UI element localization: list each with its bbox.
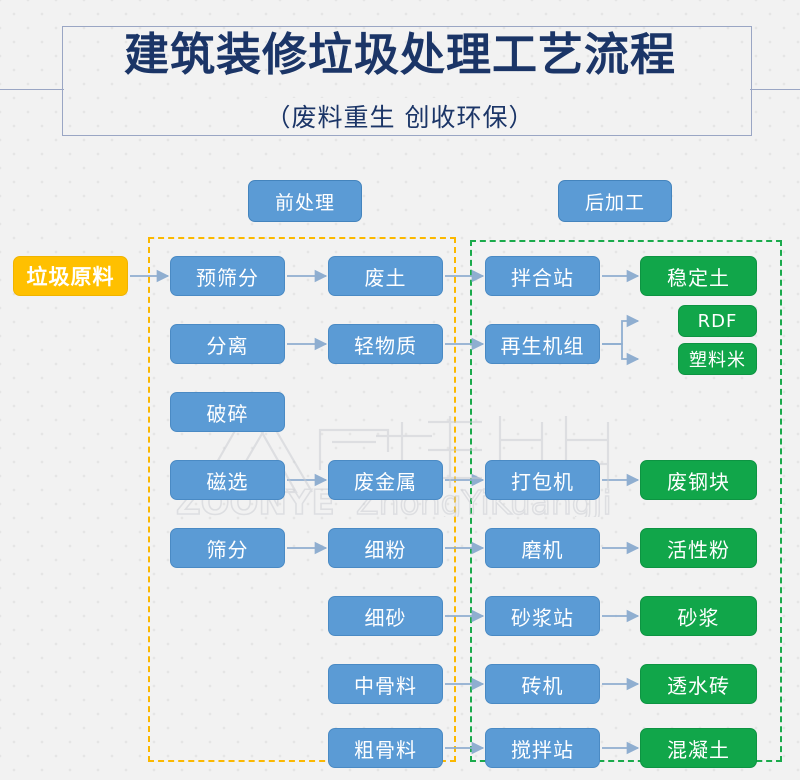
node-product-stabilized-soil[interactable]: 稳定土 <box>640 256 757 296</box>
node-grinding-mill[interactable]: 磨机 <box>485 528 600 568</box>
node-magnetic-separation[interactable]: 磁选 <box>170 460 285 500</box>
node-baler[interactable]: 打包机 <box>485 460 600 500</box>
node-product-plastic-pellet[interactable]: 塑料米 <box>678 343 757 375</box>
page-subtitle-wrap: （废料重生 创收环保） <box>0 98 800 134</box>
node-fine-sand[interactable]: 细砂 <box>328 596 443 636</box>
node-batching-plant[interactable]: 搅拌站 <box>485 728 600 768</box>
page-header: 建筑装修垃圾处理工艺流程 （废料重生 创收环保） <box>0 0 800 160</box>
node-product-concrete[interactable]: 混凝土 <box>640 728 757 768</box>
page-subtitle: （废料重生 创收环保） <box>255 98 545 134</box>
node-mortar-station[interactable]: 砂浆站 <box>485 596 600 636</box>
node-screening[interactable]: 筛分 <box>170 528 285 568</box>
node-prescreen[interactable]: 预筛分 <box>170 256 285 296</box>
header-rule-left <box>0 89 64 90</box>
node-medium-aggregate[interactable]: 中骨料 <box>328 664 443 704</box>
zone-pre-processing <box>148 237 456 762</box>
stage-label-pre-processing[interactable]: 前处理 <box>248 180 362 222</box>
zone-post-processing <box>470 240 782 762</box>
node-crushing[interactable]: 破碎 <box>170 392 285 432</box>
page-title: 建筑装修垃圾处理工艺流程 <box>123 28 676 81</box>
node-source-waste-material[interactable]: 垃圾原料 <box>13 256 128 296</box>
node-product-active-powder[interactable]: 活性粉 <box>640 528 757 568</box>
node-fine-powder[interactable]: 细粉 <box>328 528 443 568</box>
node-product-mortar[interactable]: 砂浆 <box>640 596 757 636</box>
node-waste-soil[interactable]: 废土 <box>328 256 443 296</box>
node-product-permeable-brick[interactable]: 透水砖 <box>640 664 757 704</box>
header-decorative-frame <box>62 26 752 136</box>
stage-label-post-processing[interactable]: 后加工 <box>558 180 672 222</box>
header-rule-right <box>750 89 800 90</box>
node-scrap-metal[interactable]: 废金属 <box>328 460 443 500</box>
node-product-scrap-steel[interactable]: 废钢块 <box>640 460 757 500</box>
node-product-rdf[interactable]: RDF <box>678 305 757 337</box>
node-recycling-unit[interactable]: 再生机组 <box>485 324 600 364</box>
node-light-matter[interactable]: 轻物质 <box>328 324 443 364</box>
node-coarse-aggregate[interactable]: 粗骨料 <box>328 728 443 768</box>
node-mixing-station[interactable]: 拌合站 <box>485 256 600 296</box>
node-brick-machine[interactable]: 砖机 <box>485 664 600 704</box>
node-separation[interactable]: 分离 <box>170 324 285 364</box>
